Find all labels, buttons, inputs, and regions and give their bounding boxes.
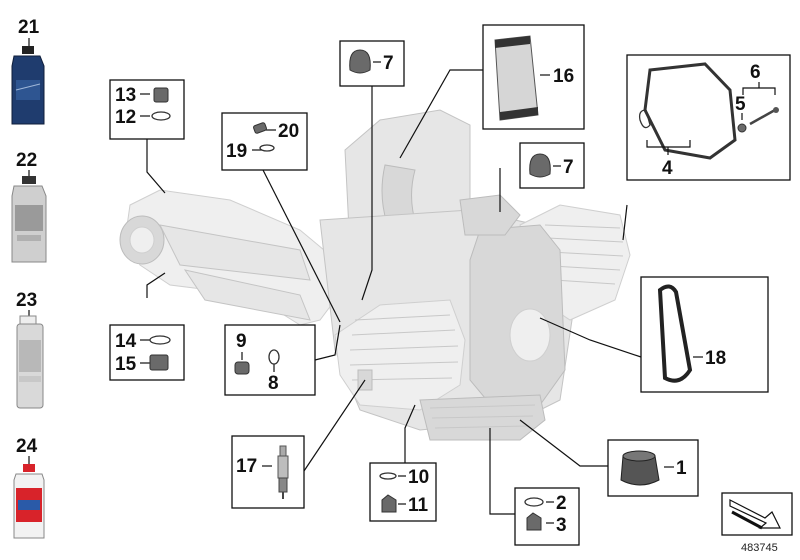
label-12: 12 [115, 107, 136, 128]
box-10-11[interactable]: 10 11 [369, 462, 437, 522]
box-2-3[interactable]: 2 3 [514, 487, 580, 546]
label-4: 4 [662, 158, 673, 179]
box-4-5-6[interactable]: 4 6 5 [626, 54, 791, 181]
direction-arrow-icon [729, 499, 781, 529]
label-8: 8 [268, 373, 279, 394]
seal-ring-icon [259, 144, 275, 152]
label-11: 11 [408, 495, 429, 516]
plug-icon [149, 354, 169, 371]
cap-icon [349, 49, 371, 74]
label-23: 23 [16, 290, 37, 311]
label-1: 1 [676, 458, 687, 479]
box-8-9[interactable]: 9 8 [224, 324, 316, 396]
seal-ring-icon [151, 111, 171, 121]
engine-illustration [119, 109, 631, 441]
box-18[interactable]: 18 [640, 276, 769, 393]
label-3: 3 [556, 515, 567, 536]
label-20: 20 [278, 121, 299, 142]
label-6: 6 [750, 62, 761, 83]
label-18: 18 [705, 348, 726, 369]
seal-ring-icon [268, 349, 280, 365]
label-13: 13 [115, 85, 136, 106]
box-19-20[interactable]: 20 19 [221, 112, 308, 171]
cap-icon [529, 153, 551, 178]
label-15: 15 [115, 354, 137, 375]
box-7-right[interactable]: 7 [519, 142, 585, 189]
seal-ring-icon [379, 472, 397, 480]
label-16: 16 [553, 66, 574, 87]
label-14: 14 [115, 331, 137, 352]
label-24: 24 [16, 436, 38, 457]
washer-icon [737, 123, 747, 133]
label-7-right: 7 [563, 157, 574, 178]
belt-icon [657, 284, 693, 383]
direction-arrow-box [721, 492, 793, 536]
box-12-13[interactable]: 13 12 [109, 79, 185, 140]
sensor-icon [253, 122, 267, 134]
bolt-icon [749, 108, 776, 126]
plug-icon [381, 494, 397, 513]
bush-icon [234, 361, 250, 375]
seal-ring-icon [149, 335, 171, 345]
box-7-top[interactable]: 7 [339, 40, 405, 87]
label-9: 9 [236, 331, 247, 352]
label-19: 19 [226, 141, 247, 162]
item-21-oil-bottle[interactable]: 21 [11, 17, 45, 125]
seal-ring-icon [524, 497, 544, 507]
label-21: 21 [18, 17, 40, 38]
label-17: 17 [236, 456, 257, 477]
label-2: 2 [556, 493, 567, 514]
diagram-id: 483745 [741, 542, 778, 554]
label-7-top: 7 [383, 53, 394, 74]
clip-icon [638, 109, 651, 129]
box-1[interactable]: 1 [607, 439, 699, 497]
box-14-15[interactable]: 14 15 [109, 324, 185, 381]
item-24-additive-bottle[interactable]: 24 [13, 436, 45, 539]
label-10: 10 [408, 467, 429, 488]
box-17[interactable]: 17 [231, 435, 305, 509]
drain-plug-icon [153, 87, 169, 103]
box-16[interactable]: 16 [482, 24, 585, 130]
label-22: 22 [16, 150, 37, 171]
spark-plug-icon [279, 445, 287, 457]
label-5: 5 [735, 94, 746, 115]
leader-lines [146, 69, 642, 515]
item-23-spray-can[interactable]: 23 [16, 290, 44, 409]
item-22-oil-can[interactable]: 22 [11, 150, 47, 263]
filter-icon [620, 455, 660, 486]
nut-icon [526, 512, 542, 531]
